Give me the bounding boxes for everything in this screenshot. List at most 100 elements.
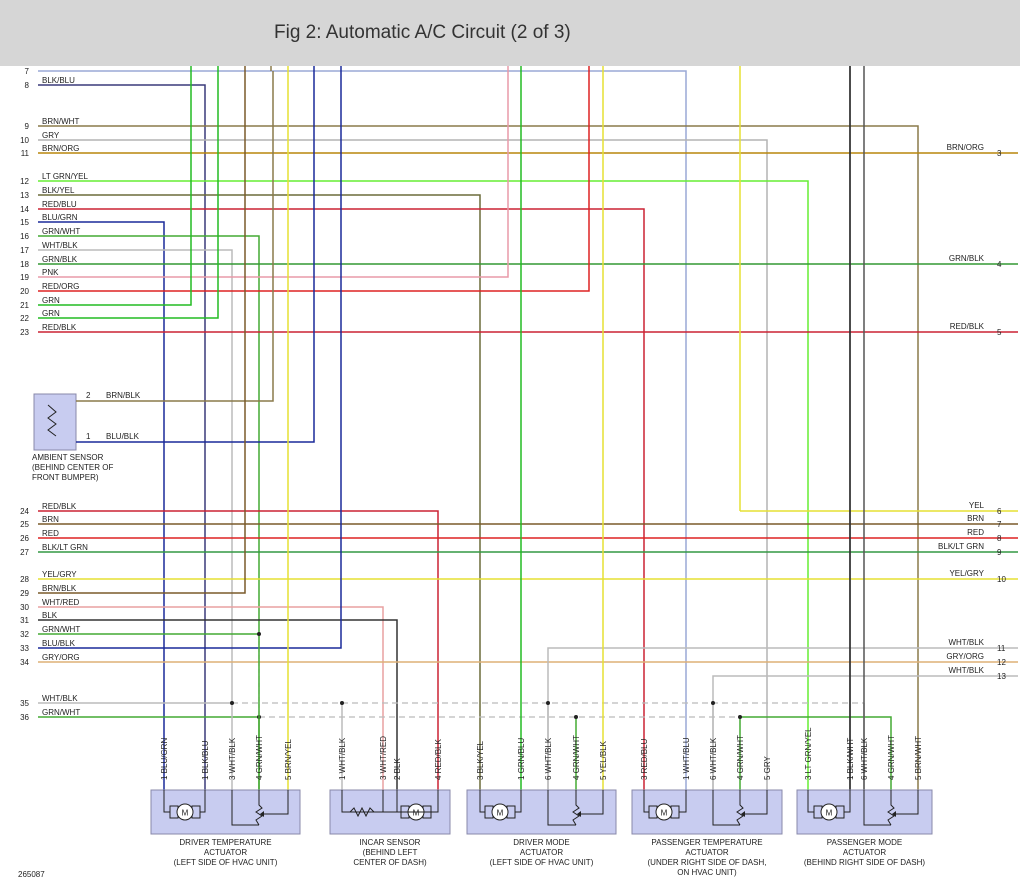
left-wire-label-34: GRY/ORG: [42, 653, 80, 662]
comp-2-caption-0: DRIVER MODE: [513, 838, 569, 847]
vertical-wires: [190, 66, 865, 800]
left-wire-label-13: BLK/YEL: [42, 186, 75, 195]
wire-33: [38, 71, 342, 649]
left-pin-34: 34: [20, 658, 29, 667]
left-wire-label-23: RED/BLK: [42, 323, 77, 332]
splice-dot: [574, 715, 578, 719]
comp-0-caption-0: DRIVER TEMPERATURE: [179, 838, 271, 847]
left-wire-label-11: BRN/ORG: [42, 144, 79, 153]
right-wire-label-13: WHT/BLK: [948, 666, 984, 675]
left-wire-label-31: BLK: [42, 611, 58, 620]
right-wire-label-5: RED/BLK: [950, 322, 985, 331]
comp-1-pin-0: 1 WHT/BLK: [338, 737, 347, 780]
left-pin-24: 24: [20, 507, 29, 516]
motor-icon: [655, 803, 673, 821]
right-pin-11: 11: [997, 644, 1006, 653]
wiper-wire: [264, 800, 289, 815]
left-pin-11: 11: [21, 149, 30, 158]
right-pin-8: 8: [997, 534, 1002, 543]
splice-dot: [738, 715, 742, 719]
right-wire-label-11: WHT/BLK: [948, 638, 984, 647]
comp-4-pin-0: 3 LT GRN/YEL: [804, 727, 813, 780]
comp-4-caption-0: PASSENGER MODE: [827, 838, 902, 847]
left-pin-26: 26: [20, 534, 29, 543]
motor-wire: [844, 800, 851, 813]
wire-14: [38, 208, 645, 790]
left-pin-17: 17: [20, 246, 29, 255]
left-pin-22: 22: [20, 314, 29, 323]
left-pin-30: 30: [20, 603, 29, 612]
left-pin-16: 16: [20, 232, 29, 241]
comp-4-caption-2: (BEHIND RIGHT SIDE OF DASH): [804, 858, 926, 867]
splice-dot: [711, 701, 715, 705]
comp-1-caption-0: INCAR SENSOR: [360, 838, 421, 847]
motor-icon: [176, 803, 194, 821]
motor-label-3: M: [661, 809, 668, 818]
potentiometer-icon: [887, 800, 895, 826]
left-wire-label-14: RED/BLU: [42, 200, 77, 209]
component-box-3: [631, 789, 783, 835]
wire-7: [38, 70, 687, 800]
left-pin-14: 14: [20, 205, 29, 214]
motor-wire: [163, 800, 170, 813]
comp-4-pin-4: 5 BRN/WHT: [914, 736, 923, 780]
wiper-arrow: [741, 811, 745, 817]
motor-label-4: M: [826, 809, 833, 818]
left-wire-label-35: WHT/BLK: [42, 694, 78, 703]
ambient-caption-2: FRONT BUMPER): [32, 473, 99, 482]
wiper-wire: [745, 800, 768, 815]
comp-3-pin-4: 5 GRY: [763, 755, 772, 780]
component-box-2: [466, 789, 617, 835]
left-wire-label-12: LT GRN/YEL: [42, 172, 88, 181]
left-pin-35: 35: [20, 699, 29, 708]
left-wire-label-22: GRN: [42, 309, 60, 318]
right-pin-7: 7: [997, 520, 1002, 529]
motor-label-2: M: [497, 809, 504, 818]
wiper-arrow: [577, 811, 581, 817]
wiper-wire: [581, 800, 604, 815]
pot-wire: [231, 800, 259, 826]
ambient-caption-1: (BEHIND CENTER OF: [32, 463, 113, 472]
wire-12: [38, 180, 809, 790]
left-wire-label-21: GRN: [42, 296, 60, 305]
left-pin-15: 15: [20, 218, 29, 227]
splice-dot: [546, 701, 550, 705]
wire-20: [38, 71, 590, 292]
right-pin-3: 3: [997, 149, 1002, 158]
motor-wire: [643, 800, 649, 813]
component-box-0: [150, 789, 301, 835]
left-pin-28: 28: [20, 575, 29, 584]
left-wire-label-24: RED/BLK: [42, 502, 77, 511]
comp-0-pin-4: 5 BRN/YEL: [284, 739, 293, 780]
right-pin-12: 12: [997, 658, 1006, 667]
left-wire-label-36: GRN/WHT: [42, 708, 80, 717]
left-wire-label-20: RED/ORG: [42, 282, 79, 291]
left-wire-label-30: WHT/RED: [42, 598, 80, 607]
comp-1-pin-3: 4 RED/BLK: [434, 738, 443, 780]
left-wire-label-29: BRN/BLK: [42, 584, 77, 593]
right-wire-label-8: RED: [967, 528, 984, 537]
potentiometer-icon: [572, 800, 580, 826]
wiper-wire: [896, 800, 919, 815]
left-wire-label-33: BLU/BLK: [42, 639, 76, 648]
thermistor-icon: [47, 404, 57, 437]
left-wire-label-17: WHT/BLK: [42, 241, 78, 250]
wiper-arrow: [260, 811, 264, 817]
left-pin-8: 8: [25, 81, 30, 90]
comp-0-caption-2: (LEFT SIDE OF HVAC UNIT): [174, 858, 278, 867]
page-title: Fig 2: Automatic A/C Circuit (2 of 3): [274, 22, 571, 43]
right-wire-label-10: YEL/GRY: [949, 569, 984, 578]
left-pin-19: 19: [20, 273, 29, 282]
comp-3-caption-0: PASSENGER TEMPERATURE: [651, 838, 762, 847]
wiper-arrow: [892, 811, 896, 817]
left-wire-label-19: PNK: [42, 268, 59, 277]
wire-15: [38, 221, 165, 790]
comp-1-caption-1: (BEHIND LEFT: [363, 848, 418, 857]
comp-3-pin-3: 4 GRN/WHT: [736, 735, 745, 780]
right-wire-label-7: BRN: [967, 514, 984, 523]
right-wire-label-12: GRY/ORG: [946, 652, 984, 661]
comp-2-pin-4: 5 YEL/BLK: [599, 740, 608, 780]
motor-wire: [807, 800, 814, 813]
motor-icon: [820, 803, 838, 821]
comp-3-caption-1: ACTUATOR: [685, 848, 728, 857]
